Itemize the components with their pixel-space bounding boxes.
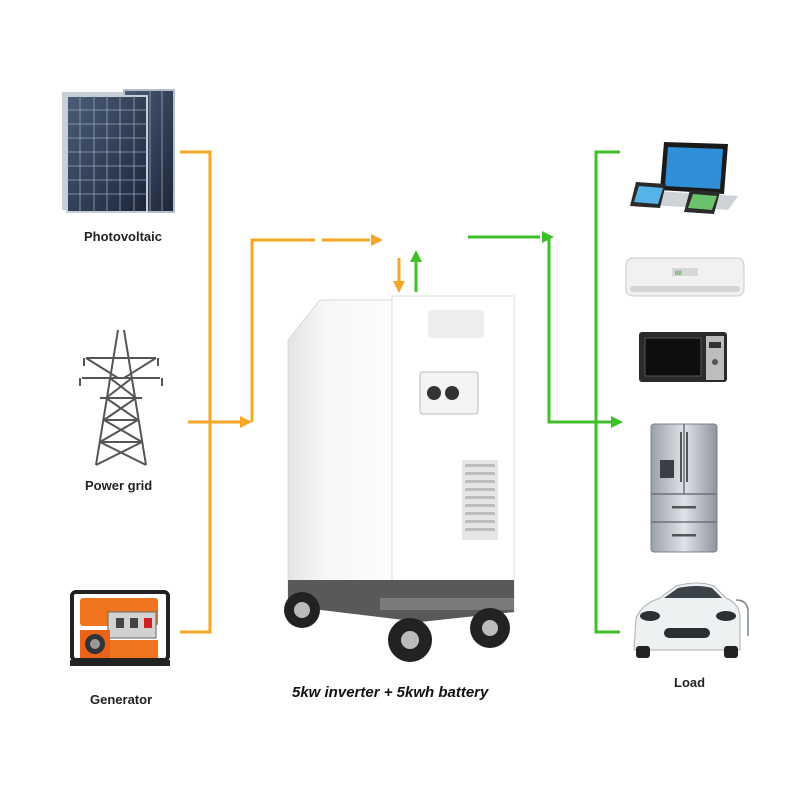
svg-text:88: 88 [675,271,682,277]
solar-panel-icon [62,90,174,212]
laptop-tablet-phone-icon [630,142,738,214]
refrigerator-icon [651,424,717,552]
generator-icon [70,592,170,666]
source-label-generator: Generator [90,692,152,707]
inverter-battery-cabinet-icon [284,296,514,662]
cabinet-caption: 5kw inverter + 5kwh battery [292,684,488,701]
source-label-power-grid: Power grid [85,478,152,493]
load-label: Load [674,675,705,690]
electric-car-icon [634,583,748,658]
air-conditioner-icon: 88 [626,258,744,296]
microwave-icon [639,332,727,382]
transmission-tower-icon [80,330,162,465]
source-label-photovoltaic: Photovoltaic [84,229,162,244]
